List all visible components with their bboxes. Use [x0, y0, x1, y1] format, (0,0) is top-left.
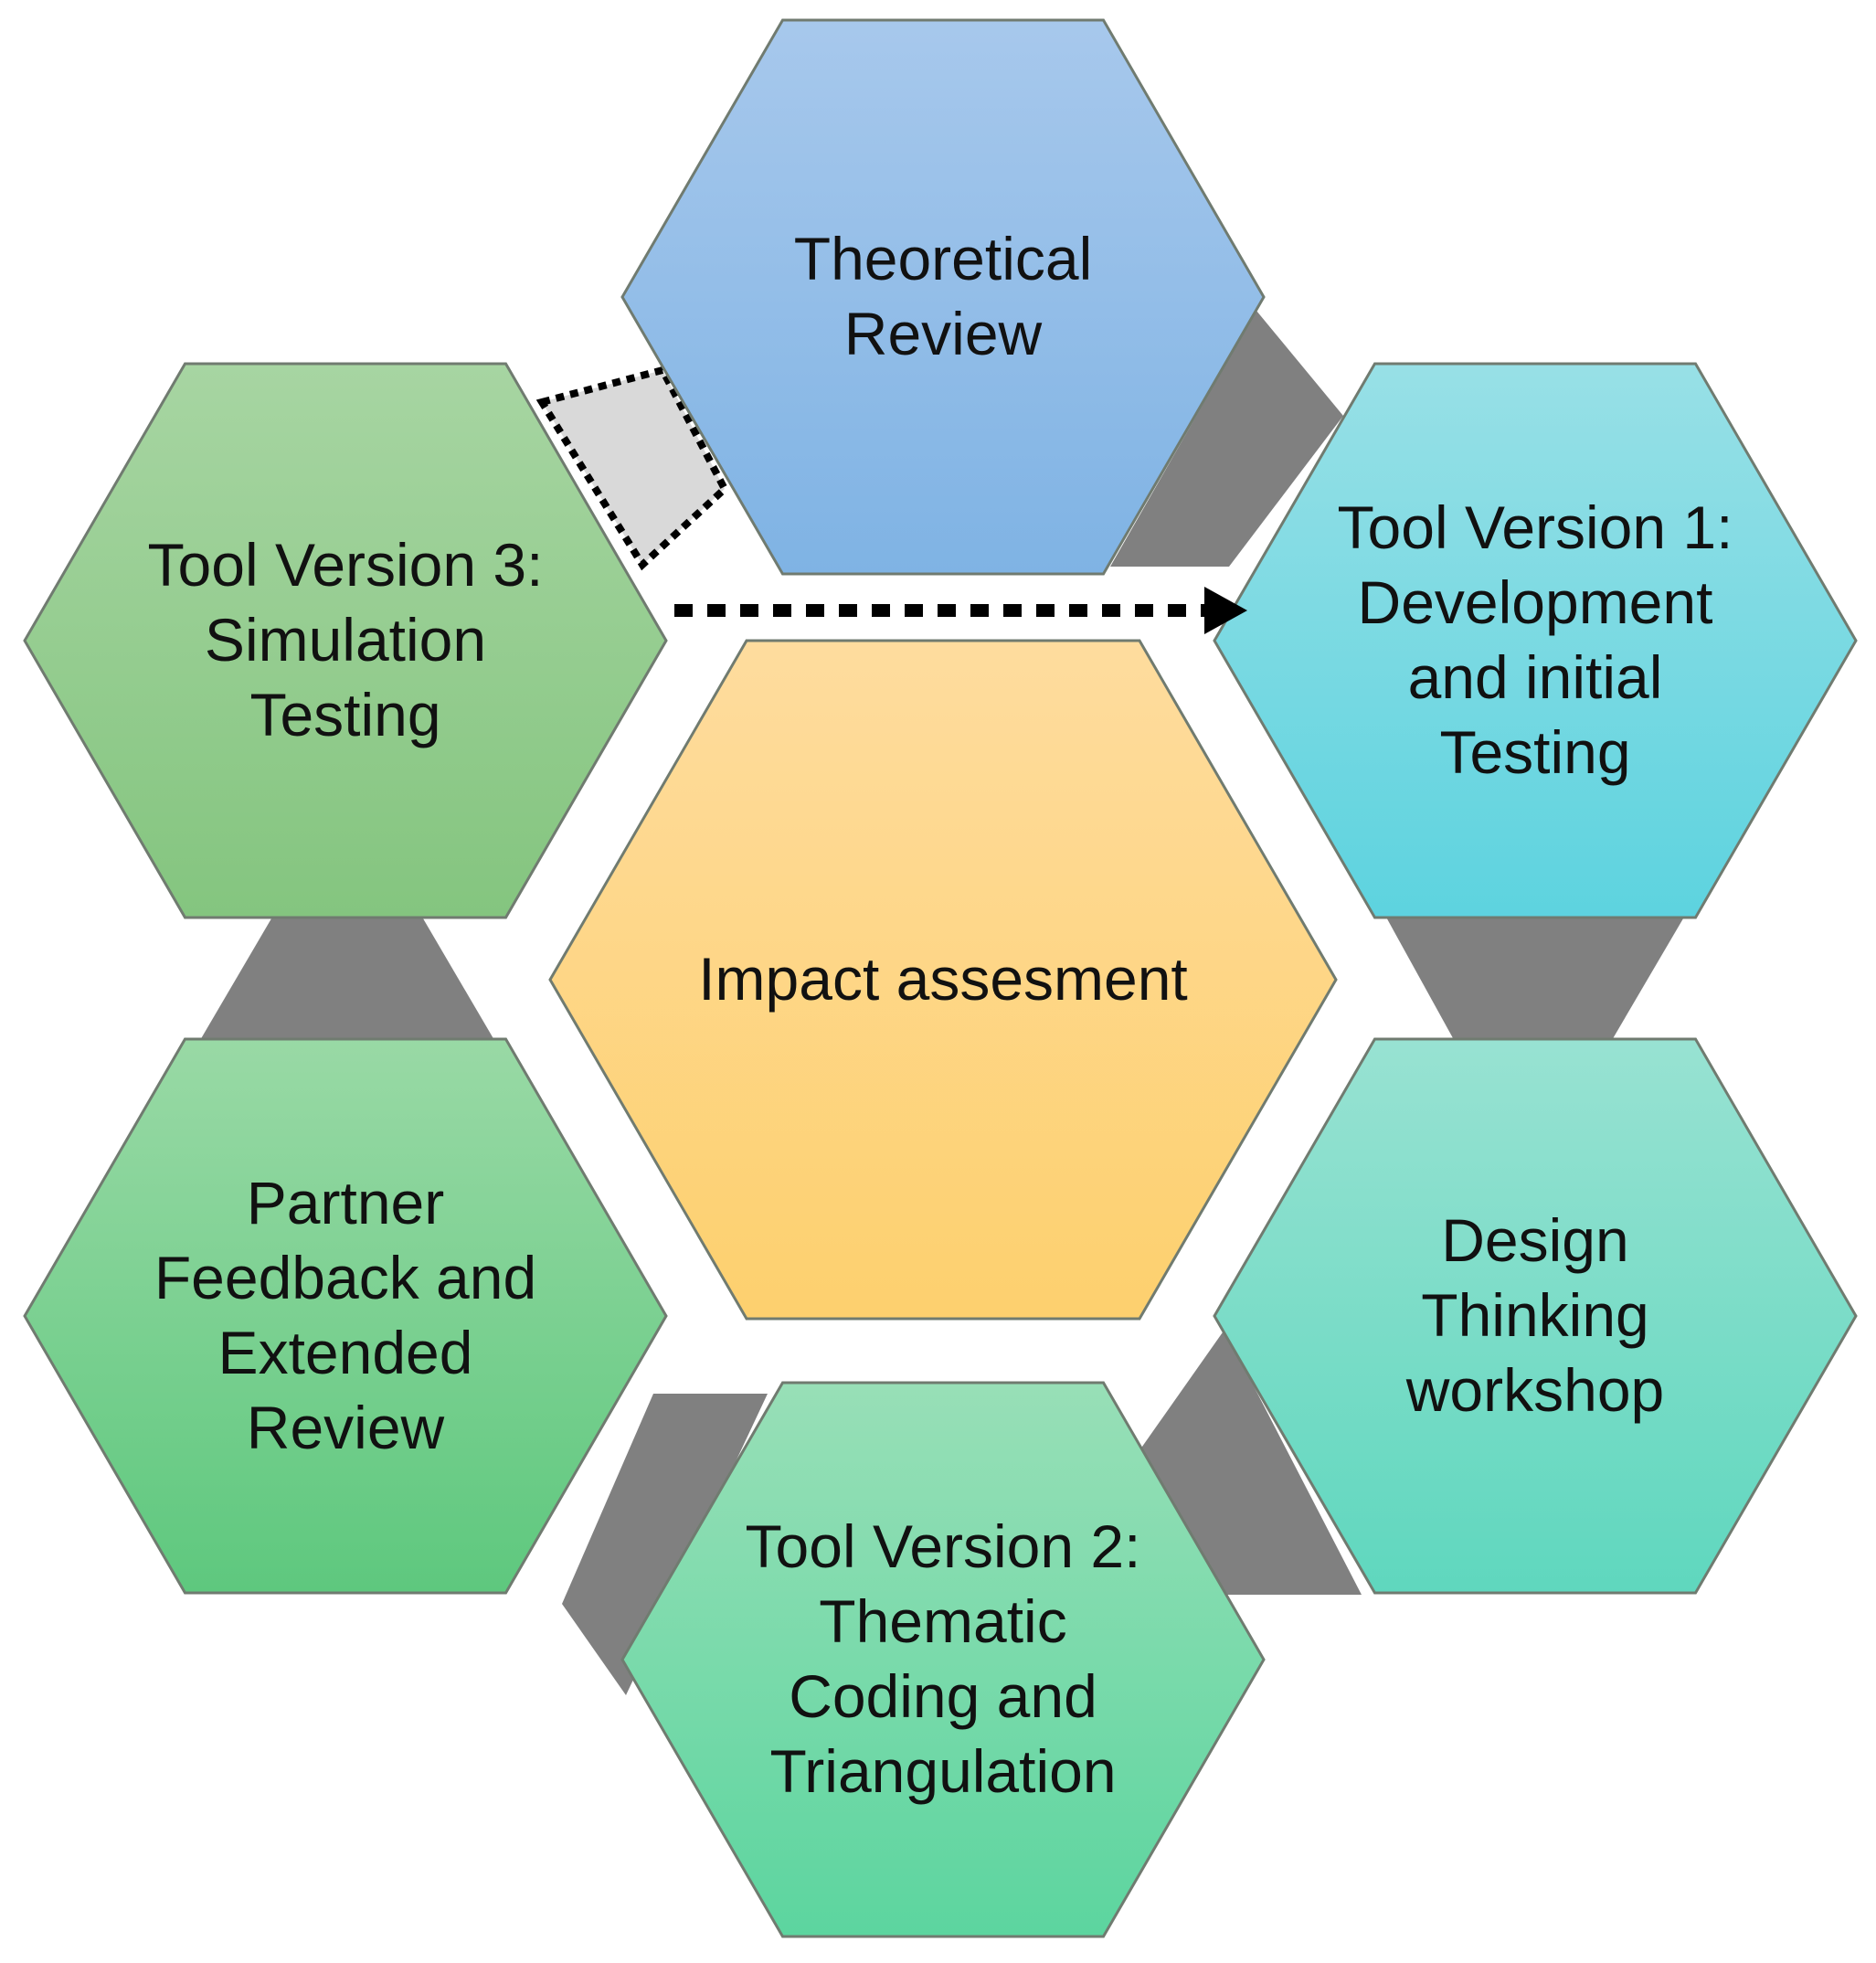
connector-design-thinking-to-tool-version-2 [1138, 1330, 1362, 1595]
hexagon-shape-impact-assessment [548, 639, 1338, 1321]
arrow-head-icon [1204, 587, 1247, 634]
hexagon-shape-theoretical-review [620, 18, 1266, 576]
hexagon-label-design-thinking: workshop [1405, 1356, 1664, 1424]
connector-tool-version-1-to-design-thinking [1384, 914, 1686, 1046]
dashed-connector-tool-version-3-to-theoretical-review [535, 366, 729, 571]
hexagon-shape-partner-feedback [23, 1037, 668, 1595]
hexagon-label-theoretical-review: Review [844, 300, 1043, 367]
hexagon-label-tool-version-3: Simulation [205, 606, 486, 674]
hexagon-shape-tool-version-1 [1213, 362, 1858, 919]
hexagon-label-partner-feedback: Review [247, 1394, 445, 1461]
hexagon-label-impact-assessment: Impact assesment [698, 945, 1188, 1013]
hexagon-label-theoretical-review: Theoretical [794, 225, 1093, 292]
hexagon-label-tool-version-2: Coding and [789, 1662, 1097, 1730]
hexagon-label-partner-feedback: Feedback and [154, 1244, 536, 1311]
connector-theoretical-review-to-tool-version-1 [1110, 311, 1343, 567]
hexagon-label-design-thinking: Thinking [1421, 1281, 1648, 1349]
hexagon-tool-version-1: Tool Version 1: Development and initialTes… [1213, 362, 1858, 919]
hexagon-label-partner-feedback: Partner [247, 1169, 444, 1236]
hexagon-label-tool-version-1: Testing [1439, 718, 1630, 786]
connector-tool-version-2-to-partner-feedback [562, 1394, 768, 1695]
arrows-layer [674, 587, 1247, 634]
connector-partner-feedback-to-tool-version-3 [196, 914, 498, 1046]
hexagon-label-tool-version-1: and initial [1408, 643, 1663, 711]
hexagon-label-design-thinking: Design [1441, 1206, 1628, 1274]
hexagon-label-tool-version-3: Testing [249, 681, 440, 748]
hexagon-label-tool-version-3: Tool Version 3: [148, 531, 544, 599]
hexagon-impact-assessment: Impact assesment [548, 639, 1338, 1321]
hexagon-label-tool-version-1: Development [1358, 568, 1713, 636]
connectors-layer [196, 311, 1686, 1695]
hexagon-shape-design-thinking [1213, 1037, 1858, 1595]
hexagon-label-tool-version-1: Tool Version 1: [1338, 493, 1733, 561]
hexagon-label-tool-version-2: Tool Version 2: [746, 1512, 1141, 1580]
hexagon-label-partner-feedback: Extended [218, 1319, 473, 1386]
hexagon-shape-tool-version-2 [620, 1381, 1266, 1938]
hexagon-label-tool-version-2: Triangulation [769, 1737, 1116, 1805]
hexagon-shape-tool-version-3 [23, 362, 668, 919]
hexagon-label-tool-version-2: Thematic [819, 1587, 1066, 1655]
